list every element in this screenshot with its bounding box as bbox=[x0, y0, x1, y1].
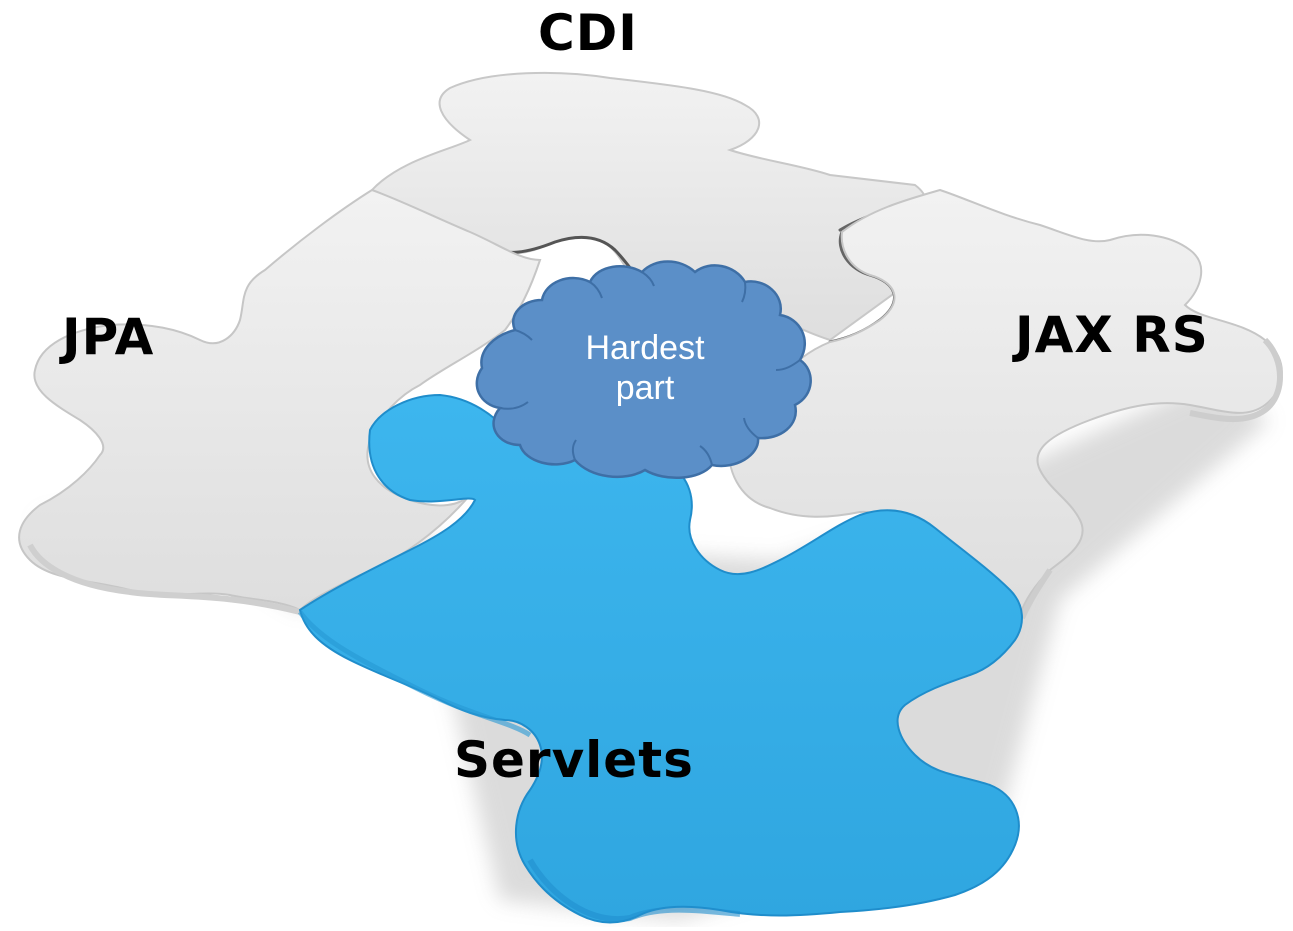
label-jax-rs: JAX RS bbox=[1015, 306, 1209, 364]
label-jpa: JPA bbox=[62, 308, 155, 366]
puzzle-piece-jaxrs bbox=[728, 188, 1283, 620]
label-servlets: Servlets bbox=[454, 731, 694, 789]
cloud-callout-text: Hardest part bbox=[540, 328, 750, 408]
puzzle-piece-jpa bbox=[18, 188, 542, 615]
hardest-part-cloud bbox=[475, 260, 812, 480]
label-cdi: CDI bbox=[538, 4, 638, 62]
cloud-text-line2: part bbox=[615, 369, 675, 407]
puzzle-piece-servlets bbox=[297, 393, 1023, 924]
cloud-text-line1: Hardest bbox=[585, 329, 705, 367]
